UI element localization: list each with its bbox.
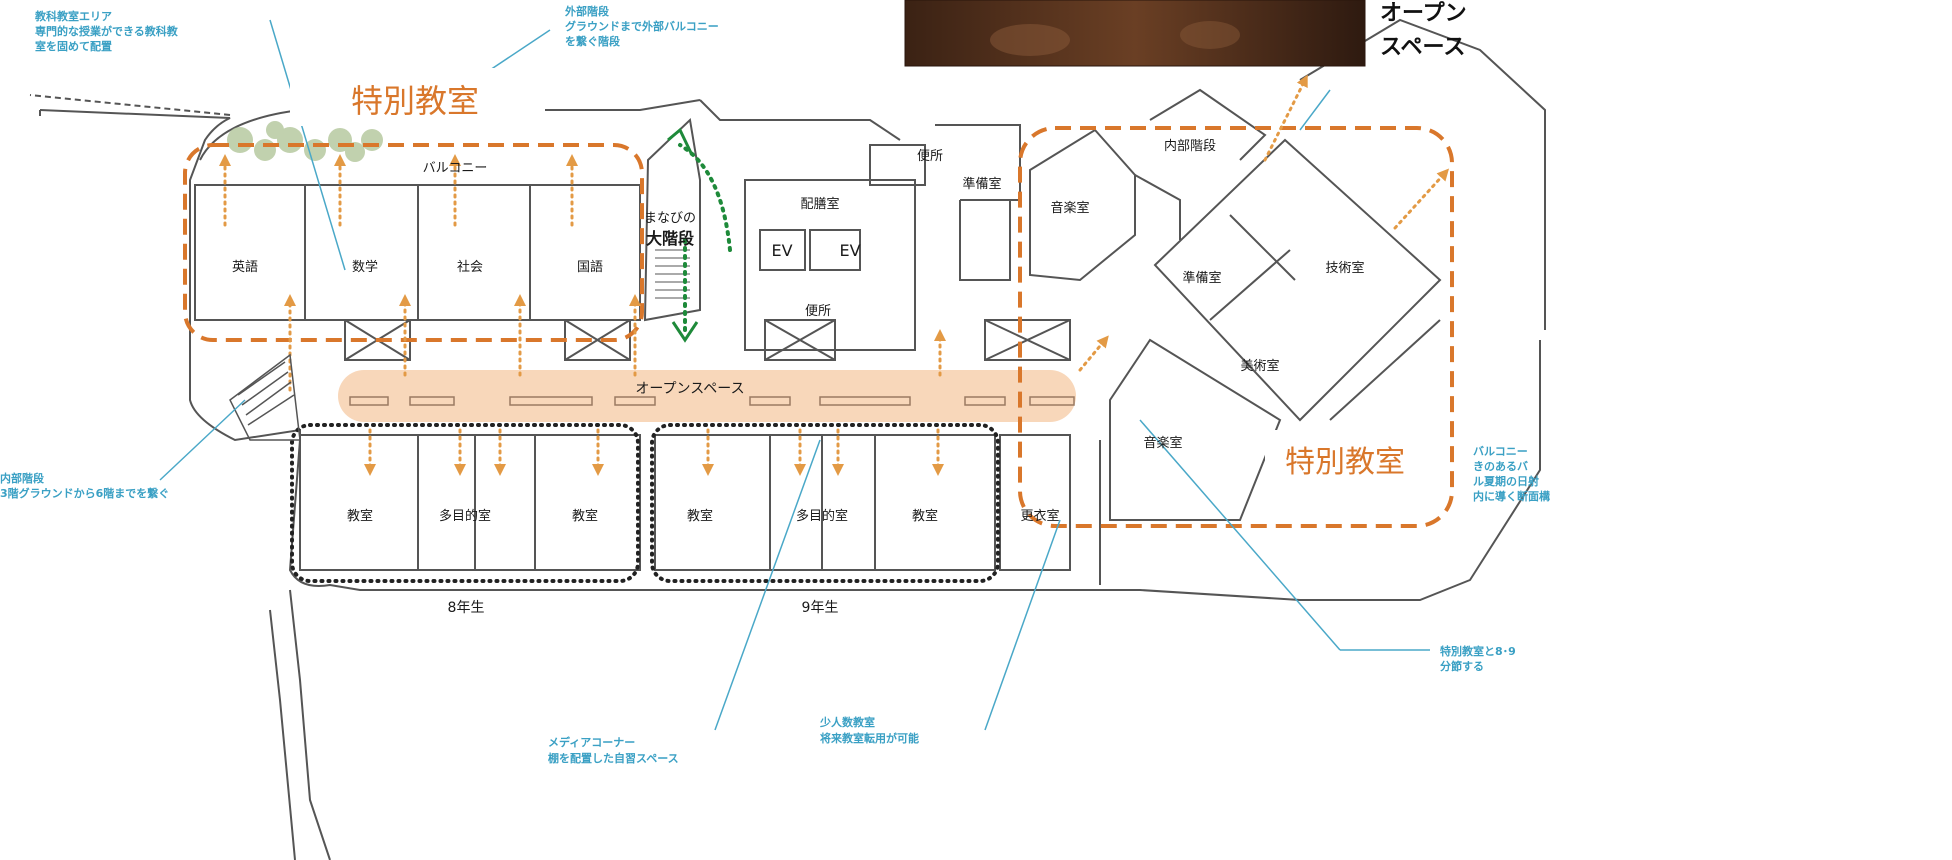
label-bg-special-top [290, 68, 545, 126]
note-small-class-1: 少人数教室 [819, 715, 875, 729]
note-media-corner-2: 棚を配置した自習スペース [548, 751, 679, 765]
room-math: 数学 [352, 259, 378, 275]
green-arrowhead-down [671, 321, 699, 343]
room-multi-2: 多目的室 [796, 508, 848, 524]
note-special-divide-2: 分節する [1440, 659, 1484, 673]
note-subject-area-3: 室を固めて配置 [35, 39, 112, 53]
note-media-corner-1: メディアコーナー [548, 735, 635, 749]
special-room-outlines [183, 126, 1454, 528]
note-outer-stairs-2: グラウンドまで外部バルコニー [565, 19, 719, 33]
room-class-1: 教室 [347, 508, 373, 524]
grand-stair-arrows [678, 143, 732, 332]
note-balcony-right-2: きのあるバ [1473, 460, 1528, 473]
stairs-label-1: まなびの [644, 211, 696, 226]
note-inner-stairs-1: 内部階段 [0, 471, 44, 485]
note-outer-stairs-3: を繋ぐ階段 [565, 34, 620, 48]
open-space-label: オープンスペース [635, 381, 744, 397]
room-social: 社会 [457, 259, 483, 275]
note-balcony-right-4: 内に導く断面構 [1473, 489, 1550, 503]
room-tech: 技術室 [1325, 260, 1364, 276]
room-multi-1: 多目的室 [439, 508, 491, 524]
room-art: 美術室 [1240, 358, 1279, 374]
note-outer-stairs-1: 外部階段 [564, 4, 609, 18]
grade-enclosures [290, 423, 1000, 583]
room-english: 英語 [232, 259, 258, 275]
label-bg-special-right [1265, 430, 1425, 486]
ev-label-1: EV [771, 241, 792, 260]
open-space-band [338, 370, 1076, 422]
room-class-2: 教室 [572, 508, 598, 524]
green-arrowhead-up [667, 127, 694, 156]
grade-9-label: 9年生 [802, 600, 839, 616]
room-toilet-lower: 便所 [805, 304, 831, 319]
flow-arrows [219, 74, 1450, 476]
room-music-upper: 音楽室 [1050, 200, 1089, 216]
room-prep-right: 準備室 [1182, 270, 1221, 286]
special-room-label-top: 特別教室 [351, 82, 479, 120]
note-balcony-right-1: バルコニー [1473, 445, 1528, 458]
lower-classrooms [299, 434, 1101, 585]
note-subject-area-2: 専門的な授業ができる教科教 [35, 24, 179, 38]
photo-caption-1: オープン [1380, 1, 1467, 26]
note-balcony-right-3: ル夏期の日射 [1473, 474, 1539, 488]
note-subject-area-1: 教科教室エリア [34, 9, 112, 23]
photo-caption-2: スペース [1380, 35, 1465, 60]
room-class-3: 教室 [687, 508, 713, 524]
note-inner-stairs-2: 3階グラウンドから6階までを繋ぐ [0, 486, 169, 500]
left-inner-stair [229, 353, 301, 441]
trees-decoration [227, 121, 383, 162]
ev-label-2: EV [839, 241, 860, 260]
room-prep-upper: 準備室 [962, 176, 1001, 192]
room-inner-stairs: 内部階段 [1164, 138, 1216, 154]
note-small-class-2: 将来教室転用が可能 [820, 731, 919, 745]
room-class-4: 教室 [912, 508, 938, 524]
room-japanese: 国語 [577, 259, 603, 275]
stairs-label-2: 大階段 [646, 229, 695, 248]
open-space-photo [905, 0, 1365, 66]
room-balcony: バルコニー [423, 161, 488, 176]
room-locker: 更衣室 [1020, 508, 1059, 524]
room-toilet-upper: 便所 [917, 149, 943, 164]
bench-marks [349, 396, 1075, 406]
grade-8-label: 8年生 [448, 600, 485, 616]
special-room-label-right: 特別教室 [1285, 445, 1405, 480]
building-outline [29, 18, 1546, 860]
leader-lines [159, 19, 1430, 731]
central-core [643, 99, 1071, 361]
right-wing [1029, 88, 1442, 521]
room-music-lower: 音楽室 [1143, 435, 1182, 451]
note-special-divide-1: 特別教室と8･9 [1440, 644, 1516, 658]
room-serving: 配膳室 [800, 196, 839, 212]
